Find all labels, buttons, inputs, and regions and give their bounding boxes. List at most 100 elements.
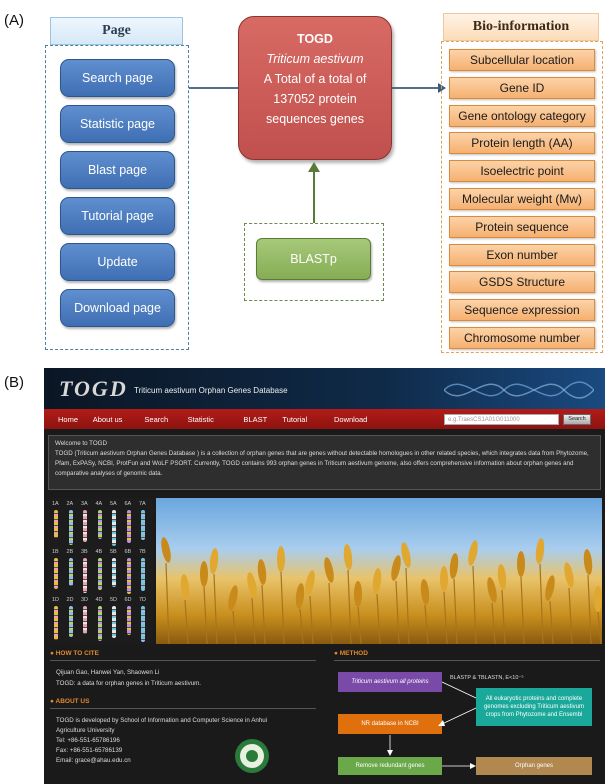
how-to-cite-heading: ● HOW TO CITE [50, 650, 99, 657]
chromosome-label: 1B [52, 549, 59, 555]
chromosome-bar[interactable] [141, 510, 145, 540]
update-button[interactable]: Update [60, 243, 175, 281]
chromosome-bar[interactable] [97, 606, 102, 641]
method-eukaryotic: All eukaryotic proteins and complete gen… [476, 688, 592, 726]
nav-blast[interactable]: BLAST [243, 415, 268, 424]
bio-item-gene-ontology-category[interactable]: Gene ontology category [449, 104, 595, 127]
bio-item-gsds-structure[interactable]: GSDS Structure [449, 271, 595, 294]
cite-authors: Qijuan Gao, Hanwei Yan, Shaowen Li [56, 669, 160, 676]
bio-item-gene-id[interactable]: Gene ID [449, 76, 595, 99]
wheat-stem [309, 595, 314, 644]
chromosome-bar[interactable] [141, 606, 145, 642]
chromosome-bar[interactable] [97, 510, 102, 539]
nav-about-us[interactable]: About us [92, 415, 123, 424]
wheat-stem [501, 589, 506, 644]
wheat-stem [347, 569, 352, 644]
wheat-ear [324, 557, 334, 583]
bio-item-chromosome-number[interactable]: Chromosome number [449, 327, 595, 349]
blastp-button[interactable]: BLASTp [256, 238, 371, 280]
chromosome-bar[interactable] [83, 510, 87, 542]
download-page-button[interactable]: Download page [60, 289, 175, 327]
how-to-cite-label: HOW TO CITE [55, 650, 99, 657]
wheat-ear [497, 564, 507, 590]
blast-page-button[interactable]: Blast page [60, 151, 175, 189]
website-screenshot: TOGD Triticum aestivum Orphan Genes Data… [44, 368, 605, 784]
chromosome-label: 7B [139, 549, 146, 555]
search-page-button[interactable]: Search page [60, 59, 175, 97]
tutorial-page-button[interactable]: Tutorial page [60, 197, 175, 235]
chromosome-bar[interactable] [68, 558, 73, 586]
chromosome-label: 3D [81, 597, 89, 603]
about-us-text: TOGD is developed by School of Informati… [56, 716, 316, 766]
chromosome-bar[interactable] [68, 510, 73, 545]
site-logo[interactable]: TOGD [59, 376, 128, 401]
wheat-ear [449, 553, 459, 579]
wheat-stem [328, 582, 333, 644]
wheat-ear [372, 568, 382, 594]
chromosome-label: 6B [124, 549, 132, 555]
nav-statistic[interactable]: Statistic [187, 415, 214, 424]
blastp-box [244, 223, 384, 301]
nav-search[interactable]: Search [144, 415, 169, 424]
wheat-ear [343, 544, 353, 570]
wheat-stem [472, 565, 477, 644]
wheat-stem [587, 574, 592, 644]
chromosome-label: 2B [66, 549, 74, 555]
nav-download[interactable]: Download [334, 415, 368, 424]
about-us-heading: ● ABOUT US [50, 698, 90, 705]
page-column-box [45, 45, 189, 350]
chromosome-bar[interactable] [112, 606, 116, 638]
chromosome-bar[interactable] [112, 510, 116, 546]
site-search-input[interactable]: e.g.TraesCS1A01G011000 [444, 414, 559, 425]
chromosome-label: 2D [66, 597, 74, 603]
bio-item-sequence-expression[interactable]: Sequence expression [449, 299, 595, 322]
nav-tutorial[interactable]: Tutorial [282, 415, 308, 424]
chromosome-bar[interactable] [83, 558, 87, 593]
chromosome-label: 2A [66, 501, 74, 507]
panel-a-connectors [189, 83, 446, 223]
wheat-ear [247, 572, 257, 598]
wheat-stem [568, 587, 573, 644]
wheat-stem [213, 573, 218, 644]
wheat-stem [280, 571, 285, 644]
statistic-page-button[interactable]: Statistic page [60, 105, 175, 143]
wheat-field-image [156, 498, 602, 644]
wheat-stem [261, 584, 266, 644]
chromosome-bar[interactable] [68, 606, 73, 637]
center-species: Triticum aestivum [266, 52, 364, 66]
chromosome-bar[interactable] [141, 558, 145, 591]
chromosome-bar[interactable] [126, 606, 131, 635]
about-us-rule [50, 708, 316, 709]
bio-item-exon-number[interactable]: Exon number [449, 243, 595, 266]
page-column-header: Page [50, 17, 183, 45]
wheat-ear [594, 586, 602, 612]
nav-home[interactable]: Home [58, 415, 79, 424]
chromosome-bar[interactable] [83, 606, 87, 634]
wheat-stem [549, 600, 554, 644]
welcome-title: Welcome to TOGD [55, 440, 107, 447]
wheat-ear [277, 546, 285, 572]
bio-item-molecular-weight-mw[interactable]: Molecular weight (Mw) [449, 188, 595, 210]
center-title: TOGD [297, 32, 333, 46]
bio-column-header: Bio-information [443, 13, 599, 41]
panel-b-label: (B) [4, 374, 24, 391]
wheat-stem [251, 597, 256, 644]
site-search-button[interactable]: Search [563, 414, 591, 425]
chromosome-bar[interactable] [54, 510, 58, 538]
wheat-stem [597, 611, 602, 644]
chromosome-bar[interactable] [126, 558, 131, 594]
method-label: METHOD [339, 650, 368, 657]
bio-item-protein-sequence[interactable]: Protein sequence [449, 215, 595, 238]
bio-item-subcellular-location[interactable]: Subcellular location [449, 49, 595, 71]
wheat-stem [203, 586, 208, 644]
chromosome-label: 4B [95, 549, 103, 555]
chromosome-bar[interactable] [54, 606, 58, 640]
chromosome-bar[interactable] [126, 510, 131, 543]
chromosome-bar[interactable] [112, 558, 116, 587]
bio-item-protein-length-aa[interactable]: Protein length (AA) [449, 132, 595, 155]
bio-item-isoelectric-point[interactable]: Isoelectric point [449, 160, 595, 183]
chromosome-bar[interactable] [97, 558, 102, 590]
how-to-cite-rule [50, 660, 316, 661]
chromosome-bar[interactable] [54, 558, 58, 589]
wheat-stem [376, 593, 381, 644]
